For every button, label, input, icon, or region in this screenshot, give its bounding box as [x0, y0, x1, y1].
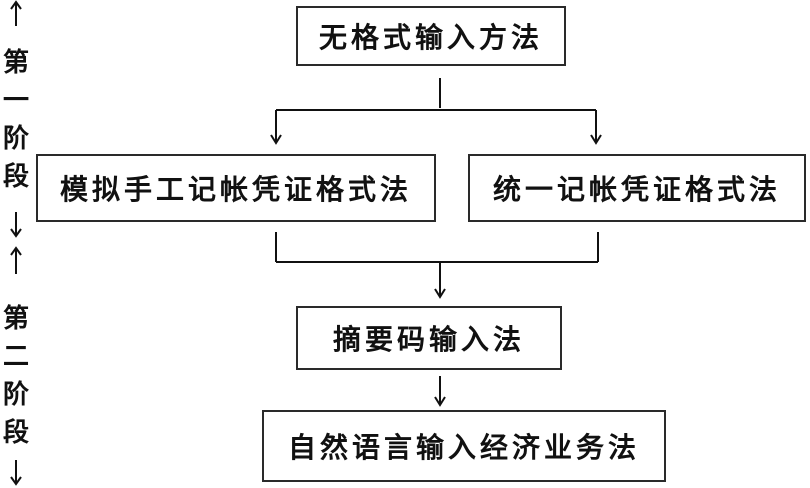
stage-1-char: 阶: [2, 124, 29, 154]
stage-2-char: 阶: [2, 380, 29, 410]
arrowhead-to-box5: [434, 396, 446, 407]
box-natural-language-input: 自然语言输入经济业务法: [262, 410, 666, 482]
stage-1-bottom-arrowhead: [10, 228, 22, 238]
box-unified-voucher-format: 统一记帐凭证格式法: [468, 154, 806, 222]
stage-2-top-arrowhead: [10, 246, 22, 256]
stage-2-char: 第: [2, 304, 29, 334]
stage-1-top-arrowhead: [10, 0, 22, 10]
box-manual-voucher-format: 模拟手工记帐凭证格式法: [36, 154, 436, 222]
stage-2-label: 第 二 阶 段: [2, 300, 30, 452]
stage-1-char: 第: [2, 48, 29, 78]
arrowhead-to-box4: [434, 288, 446, 299]
stage-1-char: 段: [2, 162, 29, 192]
stage-2-char: 二: [2, 342, 29, 372]
arrowhead-to-box3: [590, 134, 602, 145]
stage-2-bottom-arrowhead: [10, 476, 22, 486]
stage-1-label: 第 一 阶 段: [2, 44, 30, 196]
stage-1-char: 一: [2, 86, 29, 116]
stage-2-char: 段: [2, 418, 29, 448]
box-unformatted-input: 无格式输入方法: [296, 6, 566, 66]
arrowhead-to-box2: [270, 134, 282, 145]
box-summary-code-input: 摘要码输入法: [296, 306, 562, 370]
